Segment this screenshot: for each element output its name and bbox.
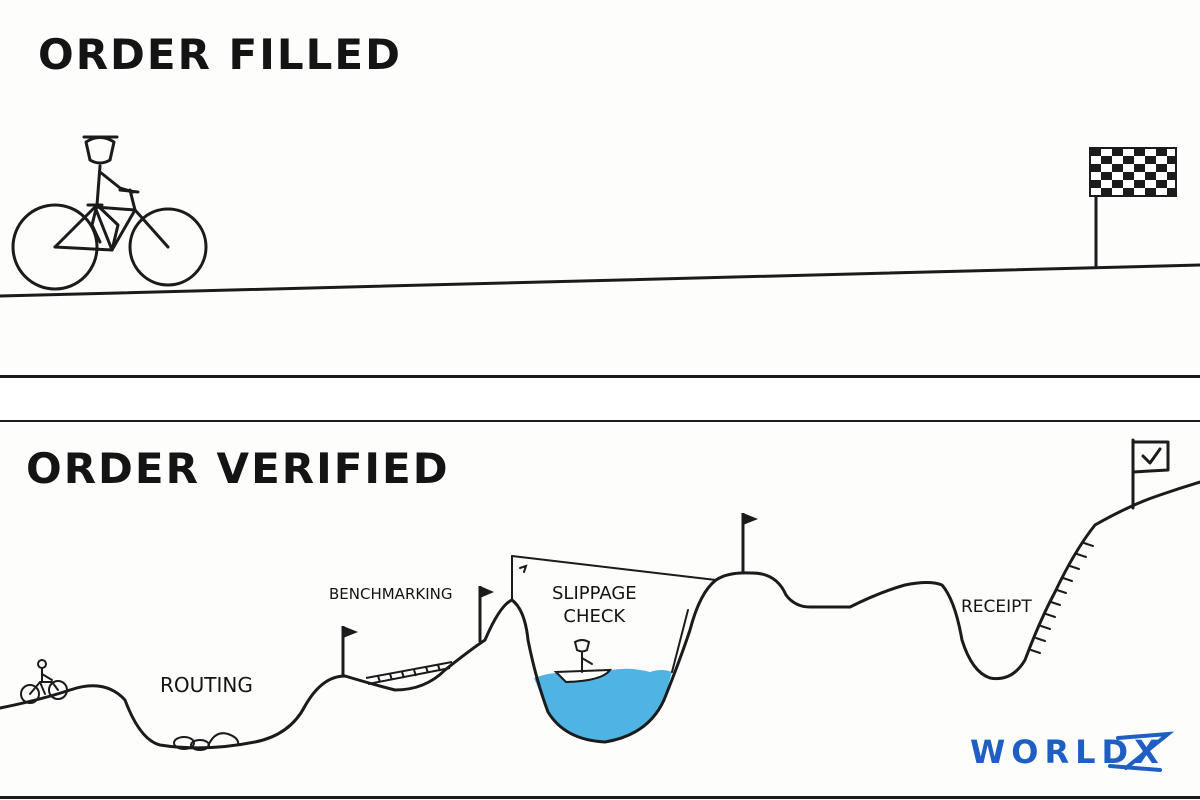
slope-steps [1030, 542, 1094, 654]
stage-label-benchmarking: BENCHMARKING [329, 585, 453, 603]
flat-road [0, 263, 1200, 298]
panel-top-bottom-border [0, 375, 1200, 378]
brand-swoosh [1108, 731, 1175, 772]
rocks [173, 732, 240, 751]
bicycle-rider-icon [11, 135, 208, 291]
pennant-flag-icon [341, 626, 358, 676]
rowboat-icon [553, 639, 613, 684]
pennant-flag-icon [478, 586, 494, 642]
stage-label-slippage-line1: SLIPPAGE [552, 583, 637, 604]
panel-title-order-filled: ORDER FILLED [38, 30, 402, 79]
stage-label-slippage-check: SLIPPAGE CHECK [552, 582, 637, 628]
bicycle-rider-icon [20, 659, 68, 704]
zip-line [511, 555, 717, 673]
checkered-finish-flag-icon [1089, 147, 1177, 268]
stage-label-receipt: RECEIPT [961, 597, 1032, 617]
checkmark-flag-icon [1131, 438, 1170, 510]
pennant-flag-icon [741, 513, 758, 573]
panel-title-order-verified: ORDER VERIFIED [26, 444, 450, 493]
brand-logo-text: WORLDX [970, 733, 1165, 771]
bottom-border [0, 796, 1200, 799]
rough-terrain [0, 480, 1200, 750]
panel-order-filled [0, 0, 1200, 380]
panel-bottom-top-border [0, 420, 1200, 423]
stage-label-slippage-line2: CHECK [563, 606, 626, 627]
rope-bridge [365, 661, 453, 685]
water-pool [534, 668, 672, 742]
stage-label-routing: ROUTING [160, 673, 253, 697]
